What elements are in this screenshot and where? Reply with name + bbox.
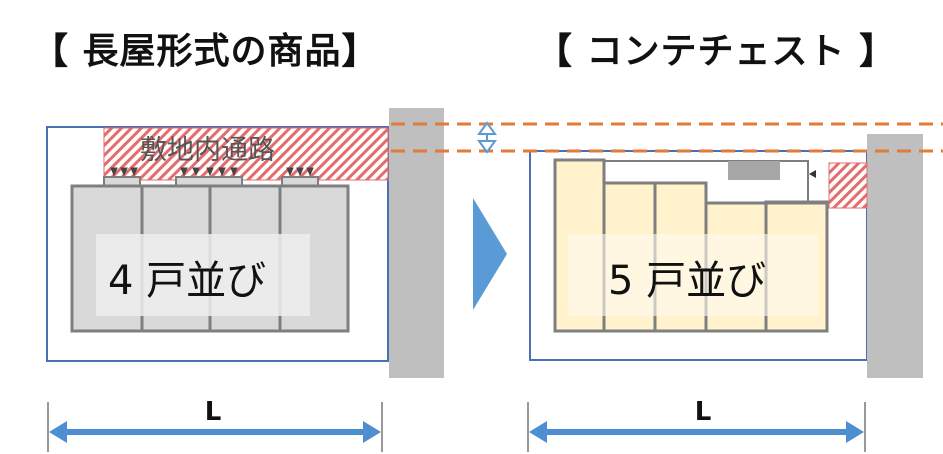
door-arrow-icon [306,167,314,177]
setback-arrow-icon [477,121,497,154]
site-boundary-left [46,126,389,362]
meter-box [728,161,780,180]
units-label-bg-left [96,234,310,316]
road-right [867,134,923,378]
door-arrow-icon [218,167,226,177]
small-arrow-icon [809,170,816,178]
dimension-right [527,402,866,452]
units-label-left: 4 戸並び [108,258,266,304]
access-path-hatch-right [828,162,868,209]
dimension-label-right: L [695,397,712,427]
road-left [389,108,444,378]
site-path-hatch [103,127,389,181]
site-path-label: 敷地内通路 [140,135,275,166]
door-arrow-icon [192,167,200,177]
door-arrow-icon [180,167,188,177]
door-arrow-icon [130,167,138,177]
dimension-label-left: L [205,397,222,427]
units-label-right: 5 戸並び [608,258,766,304]
door-arrow-icon [206,167,214,177]
dimension-left [47,402,383,452]
door-arrow-icon [286,167,294,177]
door-arrow-icon [230,167,238,177]
door-arrow-icon [296,167,304,177]
door-arrow-icon [120,167,128,177]
heading-rowhouse: 【 長屋形式の商品】 [32,31,379,72]
units-label-bg-right [568,234,818,316]
heading-conte-chest: 【 コンテチェスト 】 [536,31,897,72]
access-arrows-left [110,167,314,177]
door-arrow-icon [110,167,118,177]
transition-arrow-icon [473,198,507,310]
